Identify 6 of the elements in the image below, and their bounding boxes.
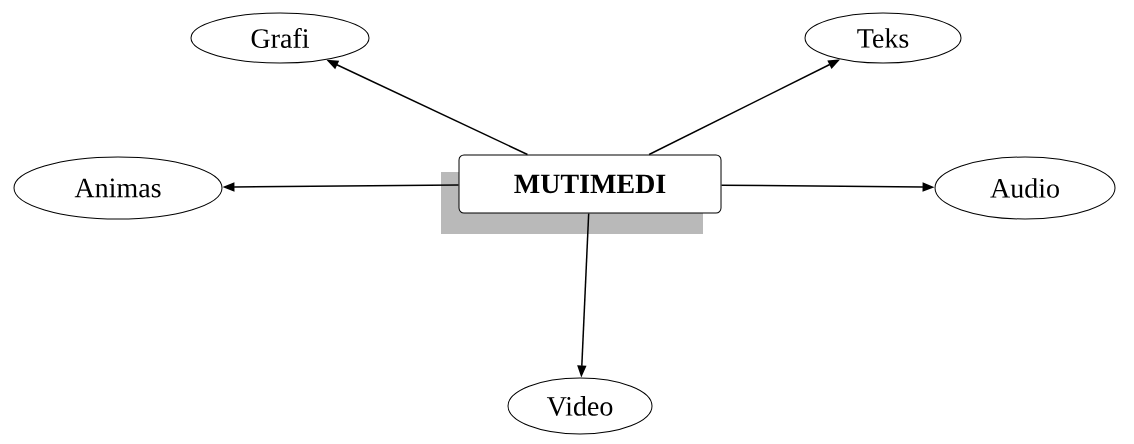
- ellipse-node: Grafi: [190, 12, 370, 64]
- ellipse-node: Animas: [13, 156, 223, 220]
- process-box: MUTIMEDI: [441, 154, 722, 234]
- ellipse-node: Audio: [934, 156, 1116, 220]
- ellipse-node: Video: [507, 377, 653, 435]
- ellipse-node: Teks: [804, 12, 962, 64]
